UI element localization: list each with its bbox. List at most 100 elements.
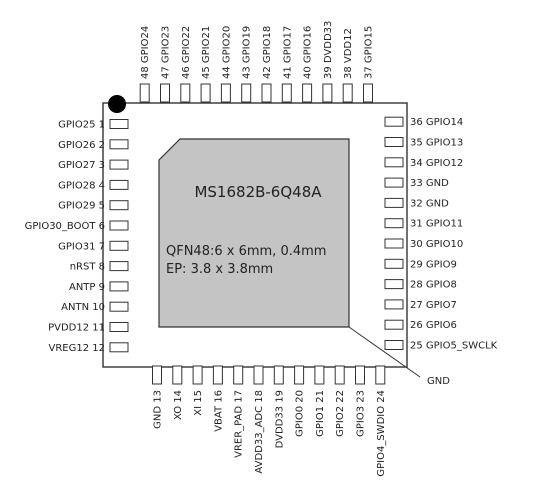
pin-pad-34	[384, 157, 404, 168]
pin-label-33: 33 GND	[410, 178, 449, 189]
pin-pad-1	[109, 119, 129, 129]
pin-pad-11	[109, 322, 129, 332]
pin-label-3: GPIO27 3	[58, 160, 105, 171]
pin-label-21: GPIO1 21	[315, 390, 326, 437]
pin-pad-28	[384, 279, 404, 290]
pin-pad-12	[109, 342, 129, 353]
pin-label-43: 43 GPIO19	[242, 26, 253, 79]
pin-label-36: 36 GPIO14	[410, 117, 463, 128]
pin-pad-29	[384, 258, 404, 269]
pin-pad-27	[384, 299, 404, 310]
pin-pad-3	[109, 159, 129, 170]
right-pin-row: 25 GPIO5_SWCLK 26 GPIO6 27 GPIO7 28 GPIO8 29…	[384, 116, 498, 352]
pin-label-27: 27 GPIO7	[410, 300, 457, 311]
pin-label-18: AVDD33_ADC 18	[254, 390, 265, 474]
pin-label-9: ANTP 9	[69, 282, 105, 293]
bottom-pin-row: GND 13 XO 14 XI 15 VBAT 16 VRER_PAD 17 AVDD33…	[152, 365, 387, 477]
pin-label-42: 42 GPIO18	[262, 26, 273, 79]
pin-label-11: PVDD12 11	[48, 323, 105, 334]
pin-label-31: 31 GPIO11	[410, 219, 463, 230]
pin-pad-43	[241, 83, 252, 103]
pin-pad-42	[261, 83, 272, 103]
pin-label-47: 47 GPIO23	[161, 26, 172, 79]
pin-pad-35	[384, 137, 404, 147]
pin-label-38: 38 VDD12	[343, 28, 354, 79]
pin-pad-25	[384, 340, 404, 350]
pin-pad-10	[109, 301, 129, 312]
pin-label-41: 41 GPIO17	[282, 26, 293, 79]
pin-pad-2	[109, 139, 129, 150]
pin-pad-45	[200, 83, 211, 103]
pin-label-26: 26 GPIO6	[410, 320, 457, 331]
pin-label-20: GPIO0 20	[295, 390, 306, 437]
pin-label-24: GPIO4_SWDIO 24	[376, 390, 387, 477]
pin-pad-13	[152, 365, 162, 385]
pin-label-34: 34 GPIO12	[410, 158, 463, 169]
pin-label-22: GPIO2 22	[335, 390, 346, 437]
pin-label-15: XI 15	[193, 390, 204, 416]
pin-label-37: 37 GPIO15	[364, 26, 375, 79]
pin-label-5: GPIO29 5	[58, 201, 105, 212]
ep-leader-line	[348, 326, 421, 378]
pin-pad-33	[384, 177, 404, 188]
pin-label-32: 32 GND	[410, 198, 449, 209]
pin-pad-16	[212, 365, 223, 385]
pin-label-39: 39 DVDD33	[323, 21, 334, 79]
pin-label-29: 29 GPIO9	[410, 259, 457, 270]
pin-pad-37	[363, 83, 373, 103]
pin-label-6: GPIO30_BOOT 6	[25, 221, 105, 232]
pin-pad-30	[384, 238, 404, 249]
pin-label-7: GPIO31 7	[58, 241, 105, 252]
pin-label-8: nRST 8	[70, 262, 105, 273]
pin-label-12: VREG12 12	[49, 343, 105, 354]
pin-pad-47	[160, 83, 170, 103]
pin-label-35: 35 GPIO13	[410, 138, 463, 149]
pin-pad-14	[172, 365, 183, 385]
pin-pad-48	[139, 83, 150, 103]
pin-pad-38	[342, 83, 353, 103]
chip-name: MS1682B-6Q48A	[194, 183, 322, 201]
pin-pad-26	[384, 319, 404, 330]
pin-pad-18	[253, 365, 264, 385]
pin-label-14: XO 14	[173, 390, 184, 420]
pin-pad-23	[355, 365, 365, 385]
pin-label-25: 25 GPIO5_SWCLK	[410, 341, 498, 352]
pin-label-1: GPIO25 1	[58, 120, 105, 131]
pin-pad-21	[314, 365, 325, 385]
pin-pad-7	[109, 240, 129, 251]
pin-pad-19	[273, 365, 284, 385]
pin-pad-20	[294, 365, 305, 385]
pin-pad-36	[384, 116, 404, 127]
pin-label-28: 28 GPIO8	[410, 280, 457, 291]
pin-label-40: 40 GPIO16	[303, 26, 314, 79]
pin-pad-9	[109, 281, 129, 292]
pin-pad-22	[334, 365, 345, 385]
pin-pad-39	[322, 83, 333, 103]
pin-pad-32	[384, 197, 404, 208]
pin-label-45: 45 GPIO21	[201, 26, 212, 79]
top-pin-row: 37 GPIO15 38 VDD12 39 DVDD33 40 GPIO16 41 GP…	[139, 21, 375, 103]
pin-label-13: GND 13	[153, 390, 164, 429]
pin1-indicator-dot	[108, 95, 126, 113]
pin-pad-8	[109, 261, 129, 272]
pin-label-46: 46 GPIO22	[181, 26, 192, 79]
pin-pad-44	[220, 83, 231, 103]
pin-pad-17	[233, 365, 244, 385]
pin-pad-31	[384, 218, 404, 229]
pin-label-10: ANTN 10	[61, 302, 105, 313]
pin-pad-5	[109, 200, 129, 211]
pin-label-23: GPIO3 23	[356, 390, 367, 437]
pin-pad-46	[180, 83, 191, 103]
pin-pad-41	[281, 83, 292, 103]
exposed-pad	[158, 138, 350, 328]
pin-pad-6	[109, 220, 129, 231]
pin-label-16: VBAT 16	[213, 390, 224, 432]
pin-pad-15	[192, 365, 203, 385]
pin-pad-40	[302, 83, 313, 103]
pin-label-2: GPIO26 2	[58, 140, 105, 151]
pin-label-17: VRER_PAD 17	[234, 390, 245, 458]
pin-label-30: 30 GPIO10	[410, 239, 463, 250]
package-spec: QFN48:6 x 6mm, 0.4mm	[166, 244, 326, 259]
